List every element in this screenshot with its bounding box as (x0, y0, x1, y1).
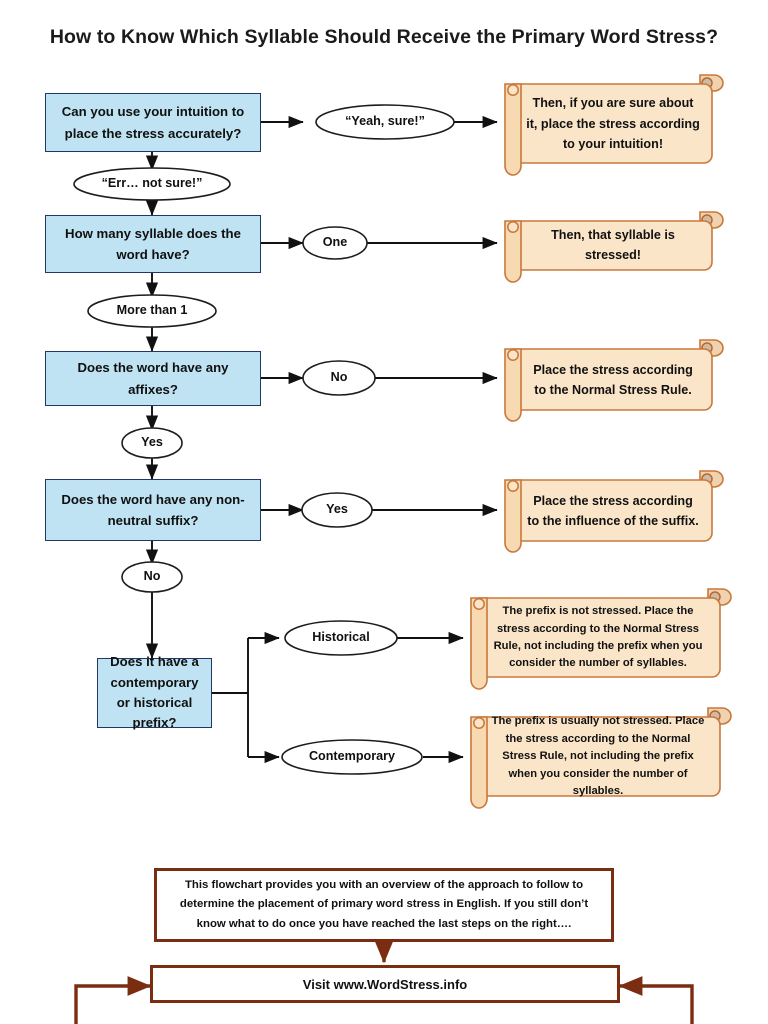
ellipse-yeah-sure (315, 104, 455, 140)
answer-scroll-normal-stress-rule: Place the stress according to the Normal… (533, 362, 693, 397)
page-title: How to Know Which Syllable Should Receiv… (49, 26, 719, 48)
ellipse-historical (284, 620, 398, 656)
question-box-syllable-count[interactable]: How many syllable does the word have? (45, 215, 261, 273)
answer-scroll-contemporary-prefix: The prefix is usually not stressed. Plac… (491, 715, 705, 798)
ellipse-no-suffix (121, 561, 183, 593)
answer-scroll-intuition: Then, if you are sure about it, place th… (526, 96, 700, 152)
scroll-shape-6 (470, 707, 732, 809)
scroll-shape-5 (470, 588, 732, 690)
visit-website-box[interactable]: Visit www.WordStress.info (150, 965, 620, 1003)
footer-note: This flowchart provides you with an over… (154, 868, 614, 942)
question-box-non-neutral-suffix[interactable]: Does the word have any non-neutral suffi… (45, 479, 261, 541)
ellipse-more-than-1 (87, 294, 217, 328)
question-box-intuition[interactable]: Can you use your intuition to place the … (45, 93, 261, 152)
scroll-shape-1 (504, 74, 724, 176)
answer-scroll-historical-prefix: The prefix is not stressed. Place the st… (493, 605, 703, 670)
question-box-affixes[interactable]: Does the word have any affixes? (45, 351, 261, 406)
scroll-shape-4 (504, 470, 724, 553)
ellipse-yes-suffix (301, 492, 373, 528)
question-box-prefix[interactable]: Does it have a contemporary or historica… (97, 654, 212, 730)
ellipse-contemporary (281, 739, 423, 775)
answer-scroll-one-syllable: Then, that syllable is stressed! (551, 227, 675, 262)
ellipse-err-not-sure (73, 167, 231, 201)
scroll-shape-3 (504, 339, 724, 422)
ellipse-yes-affixes (121, 427, 183, 459)
answer-scroll-suffix-influence: Place the stress according to the influe… (527, 493, 699, 528)
ellipse-one (302, 226, 368, 260)
scroll-shape-2 (504, 211, 724, 283)
ellipse-no-affixes (302, 360, 376, 396)
